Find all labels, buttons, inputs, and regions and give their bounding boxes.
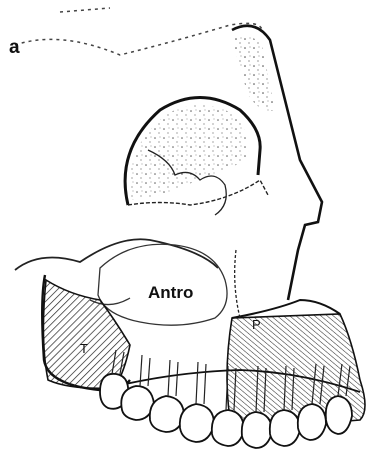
region-p-label: P [252, 318, 261, 331]
tooth [180, 404, 214, 442]
frontal-process-shading [232, 36, 275, 111]
tooth [270, 410, 300, 446]
orbit-shading [130, 105, 248, 200]
tooth [326, 396, 352, 434]
tooth [242, 412, 272, 448]
region-t-hatched [43, 280, 130, 388]
region-t-label: T [80, 342, 88, 355]
tooth [212, 410, 244, 446]
cranium-outline [15, 8, 262, 55]
pyriform-edge [235, 250, 240, 318]
tooth [298, 404, 326, 440]
tooth [150, 396, 184, 432]
zygomatic-outline [15, 239, 218, 270]
antrum-label: Antro [148, 284, 193, 301]
panel-label: a [9, 38, 20, 57]
